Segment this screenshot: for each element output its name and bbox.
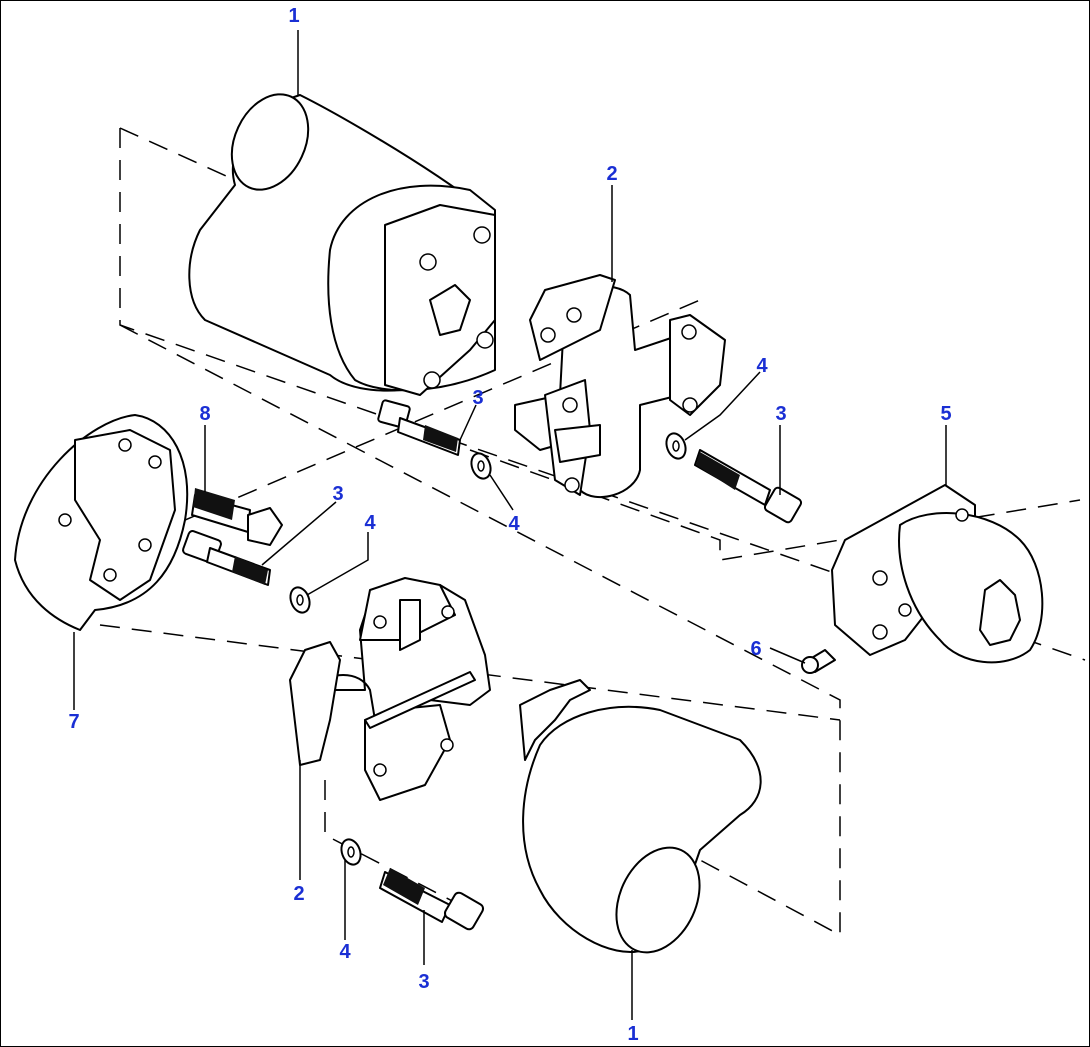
bolt-3b [694,449,803,524]
callout-3-d: 3 [418,971,429,993]
callout-labels: 1 2 3 4 4 3 5 8 3 4 6 7 2 4 3 1 [68,5,951,1045]
grease-fitting [801,649,836,674]
spider-cross-bottom [289,577,491,801]
bolt-8 [191,488,283,546]
yoke-half [14,414,189,631]
callout-4-d: 4 [339,941,351,963]
leader-lines [73,30,947,1020]
bolt-3d [379,868,485,931]
washer-4a [470,452,492,480]
bolt-3c [182,530,271,586]
callout-2-bottom: 2 [293,883,304,905]
callout-7: 7 [68,711,79,733]
callout-4-a: 4 [756,355,768,377]
callout-1-bottom: 1 [627,1023,638,1045]
callout-1-top: 1 [288,5,299,27]
washer-4c [289,586,311,614]
spider-cross-top [514,274,726,499]
callout-6: 6 [750,638,761,660]
callout-2-top: 2 [606,163,617,185]
callout-3-b: 3 [775,403,786,425]
callout-5: 5 [940,403,951,425]
washer-4d [340,838,362,866]
callout-8: 8 [199,403,210,425]
callout-3-a: 3 [472,387,483,409]
bolt-3a [377,399,461,456]
yoke-cylinder-bottom [519,679,762,954]
callout-4-c: 4 [364,512,376,534]
callout-4-b: 4 [508,513,520,535]
callout-3-c: 3 [332,483,343,505]
washer-4b [665,432,687,460]
flange-yoke [831,484,1044,664]
yoke-cylinder-top [188,93,496,396]
